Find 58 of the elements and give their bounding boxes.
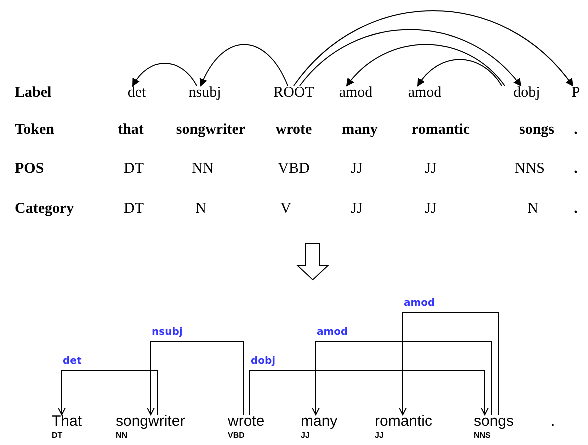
word-token: wrote	[228, 413, 265, 430]
pos-tag: NNS	[474, 431, 491, 440]
dependency-arc	[200, 44, 288, 87]
dependency-label: ROOT	[274, 84, 314, 102]
word-token: songs	[474, 413, 514, 430]
category-text: V	[280, 200, 292, 218]
dependency-label: det	[128, 84, 146, 102]
pos-tag: VBD	[228, 431, 245, 440]
category-text: N	[528, 200, 538, 218]
pos-text: DT	[124, 160, 144, 178]
token-text: that	[118, 121, 144, 139]
category-text: DT	[124, 200, 144, 218]
word-token: songwriter	[116, 413, 186, 430]
row-heading: POS	[15, 160, 44, 178]
pos-tag: JJ	[375, 431, 384, 440]
dependency-label: amod	[339, 84, 373, 102]
category-text: .	[574, 200, 578, 218]
dependency-arc	[300, 29, 522, 87]
pos-text: NNS	[515, 160, 545, 178]
dependency-label: nsubj	[188, 84, 222, 102]
dependency-arc	[417, 59, 502, 87]
dependency-arc	[346, 44, 506, 87]
dependency-bracket	[147, 342, 244, 416]
dependency-bracket	[399, 312, 500, 416]
pos-tag: DT	[52, 431, 63, 440]
token-text: songwriter	[176, 121, 246, 139]
row-heading: Label	[15, 84, 52, 102]
word-token: many	[301, 413, 338, 430]
dependency-bracket	[250, 370, 489, 416]
category-text: JJ	[425, 200, 437, 218]
row-heading: Category	[15, 200, 74, 218]
dependency-label: dobj	[514, 84, 540, 102]
token-text: .	[574, 121, 578, 139]
pos-text: JJ	[425, 160, 437, 178]
token-text: romantic	[412, 121, 470, 139]
pos-text: VBD	[278, 160, 310, 178]
row-heading: Token	[15, 121, 54, 139]
punctuation-token: .	[551, 413, 556, 430]
category-text: N	[196, 200, 206, 218]
pos-text: NN	[192, 160, 214, 178]
dependency-bracket	[312, 342, 492, 416]
dependency-arc	[132, 63, 198, 87]
pos-tag: JJ	[301, 431, 310, 440]
token-text: songs	[519, 121, 555, 139]
pos-text: .	[574, 160, 578, 178]
token-text: many	[342, 121, 378, 139]
dependency-label: P	[572, 84, 580, 102]
word-token: romantic	[375, 413, 433, 430]
pos-text: JJ	[351, 160, 363, 178]
dependency-bracket	[58, 370, 158, 416]
token-text: wrote	[276, 121, 312, 139]
edge-label: nsubj	[151, 327, 184, 339]
edge-label: dobj	[250, 356, 277, 368]
word-token: That	[52, 413, 82, 430]
dependency-label: amod	[408, 84, 442, 102]
dependency-arc	[294, 10, 574, 87]
category-text: JJ	[351, 200, 363, 218]
pos-tag: NN	[116, 431, 128, 440]
